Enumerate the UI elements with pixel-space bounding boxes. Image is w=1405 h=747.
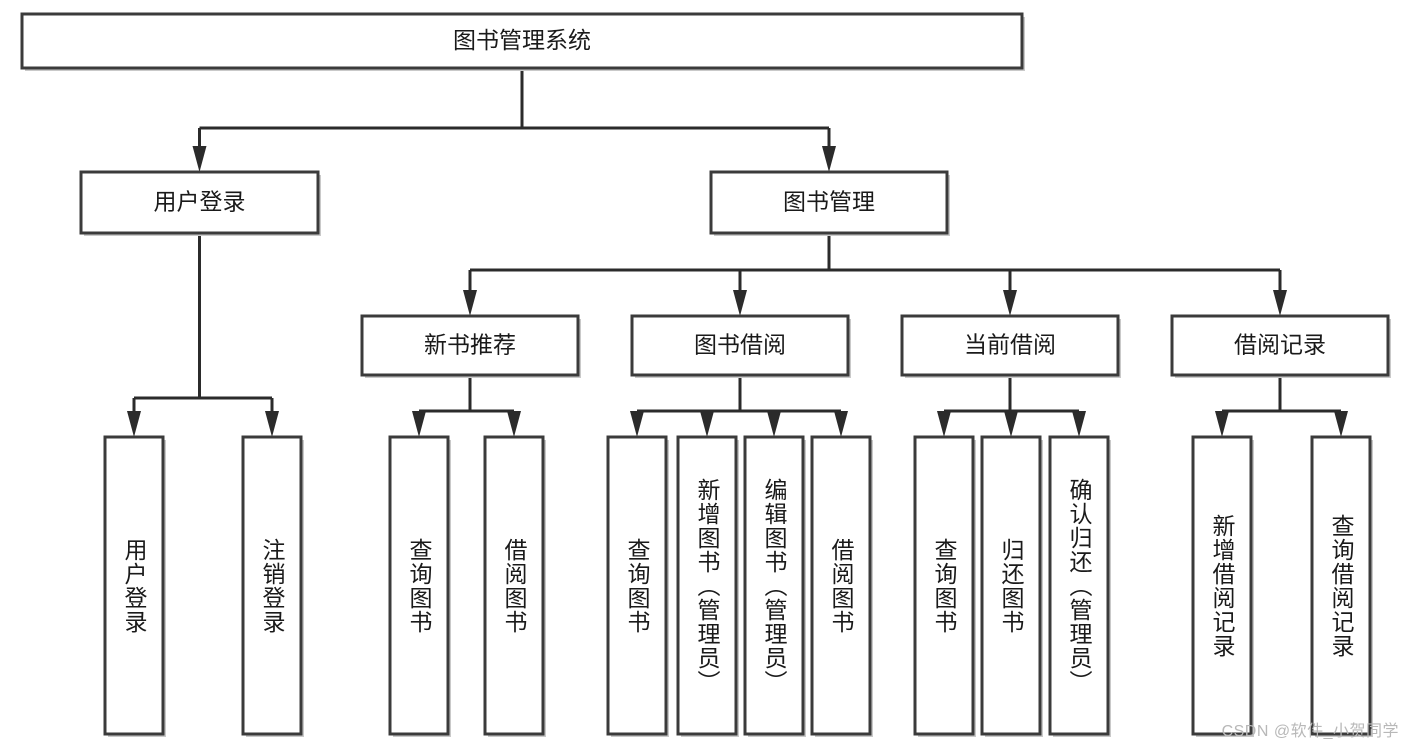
arrowhead (1072, 411, 1086, 437)
root-node[interactable] (20, 12, 1024, 70)
arrowhead (834, 411, 848, 437)
arrowhead (630, 411, 644, 437)
leaf-node-新增借阅记录[interactable] (1191, 435, 1253, 736)
leaf-node-查询借阅记录[interactable] (1310, 435, 1372, 736)
arrowhead (412, 411, 426, 437)
arrowhead (127, 411, 141, 437)
arrowhead (1215, 411, 1229, 437)
arrowhead (767, 411, 781, 437)
leaf-node-用户登录[interactable] (103, 435, 165, 736)
node-图书借阅[interactable] (630, 314, 850, 377)
arrowhead (733, 290, 747, 316)
watermark: CSDN @软件_小贺同学 (1221, 723, 1399, 740)
node-图书借阅-label: 图书借阅 (694, 332, 786, 358)
arrowhead (1003, 290, 1017, 316)
leaf-node-编辑图书管理员[interactable] (743, 435, 805, 736)
arrowhead (463, 290, 477, 316)
leaf-node-确认归还管理员[interactable] (1048, 435, 1110, 736)
arrowhead (192, 146, 207, 172)
leaf-node-归还图书[interactable] (980, 435, 1042, 736)
node-当前借阅-label: 当前借阅 (964, 332, 1056, 358)
leaf-node-新增图书管理员[interactable] (676, 435, 738, 736)
arrowhead (700, 411, 714, 437)
node-box-layer (20, 12, 1391, 737)
leaf-node-借阅图书[interactable] (483, 435, 545, 736)
node-借阅记录-label: 借阅记录 (1234, 332, 1326, 358)
connector-layer (127, 68, 1348, 437)
arrowhead (1004, 411, 1018, 437)
leaf-node-查询图书[interactable] (913, 435, 975, 736)
arrowhead (1273, 290, 1287, 316)
leaf-node-注销登录[interactable] (241, 435, 303, 736)
arrowhead (822, 146, 836, 172)
node-图书管理-label: 图书管理 (783, 189, 875, 215)
arrowhead (937, 411, 951, 437)
node-借阅记录[interactable] (1170, 314, 1390, 377)
arrowhead (265, 411, 279, 437)
leaf-node-查询图书[interactable] (606, 435, 668, 736)
node-新书推荐-label: 新书推荐 (424, 332, 516, 358)
node-用户登录-label: 用户登录 (154, 189, 246, 215)
arrowhead (507, 411, 521, 437)
arrowhead (1334, 411, 1348, 437)
leaf-node-查询图书[interactable] (388, 435, 450, 736)
leaf-node-借阅图书[interactable] (810, 435, 872, 736)
node-用户登录[interactable] (79, 170, 320, 235)
root-node-label: 图书管理系统 (453, 27, 591, 53)
node-图书管理[interactable] (709, 170, 949, 235)
node-新书推荐[interactable] (360, 314, 580, 377)
node-当前借阅[interactable] (900, 314, 1120, 377)
